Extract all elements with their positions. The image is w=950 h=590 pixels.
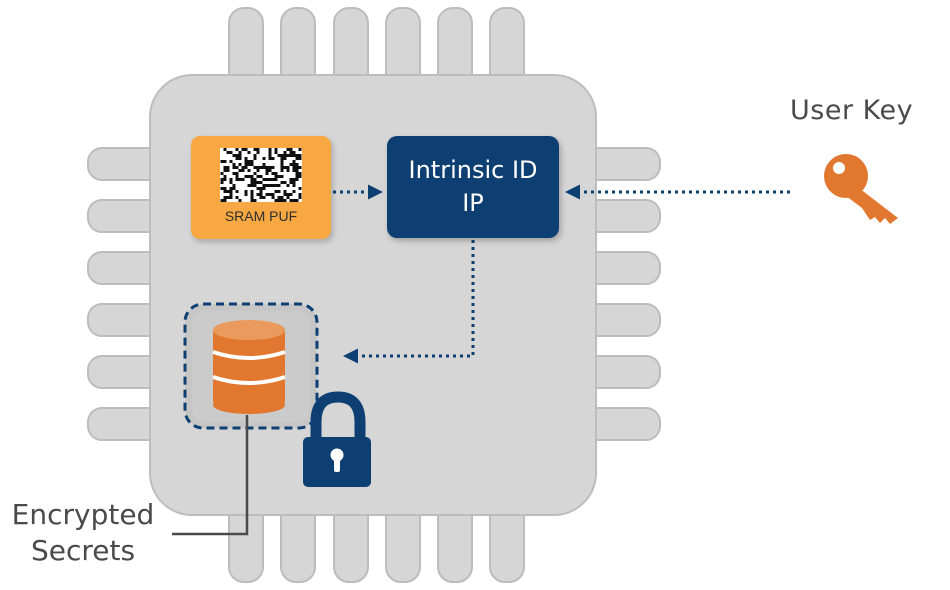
encrypted-secrets-line2: Secrets	[30, 534, 136, 567]
ip-block-title: Intrinsic ID	[408, 156, 538, 184]
sram-puf-block: SRAM PUF	[191, 136, 331, 239]
flow-arrows	[333, 184, 790, 364]
sram-puf-label: SRAM PUF	[224, 208, 298, 224]
storage-callout-line	[172, 415, 249, 536]
ip-block-subtitle: IP	[462, 189, 484, 217]
encrypted-secrets-label: Encrypted Secrets	[8, 497, 158, 569]
database-icon	[212, 320, 286, 414]
padlock-icon	[303, 391, 371, 487]
user-key-label: User Key	[790, 95, 914, 126]
key-icon	[824, 154, 898, 224]
encrypted-secrets-line1: Encrypted	[11, 498, 155, 531]
intrinsic-id-ip-block: Intrinsic ID IP	[387, 136, 559, 238]
qr-code-icon	[220, 148, 302, 202]
